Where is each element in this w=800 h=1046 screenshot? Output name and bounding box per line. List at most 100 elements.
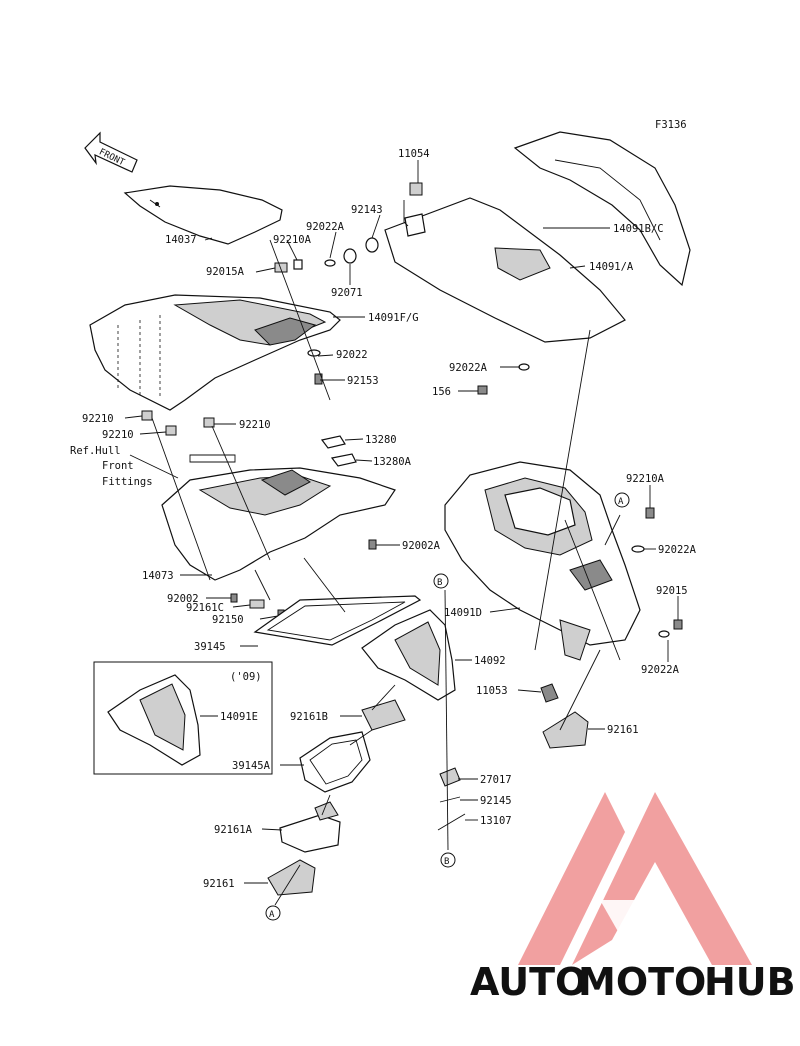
label-14091FG: 14091F/G xyxy=(368,312,419,324)
label-14092: 14092 xyxy=(474,655,506,667)
label-92071: 92071 xyxy=(331,287,363,299)
part-92022A-washer-right xyxy=(631,545,645,553)
watermark-auto-text: AUTO xyxy=(470,960,587,1004)
inset-frame xyxy=(93,661,273,775)
label-11054: 11054 xyxy=(398,148,430,160)
label-92022A-mid: 92022A xyxy=(449,362,488,374)
part-13280-plate xyxy=(320,435,346,449)
part-14073-frame xyxy=(161,454,396,581)
label-92143: 92143 xyxy=(351,204,383,216)
part-39145A-gasket xyxy=(299,731,371,793)
part-156-bolt xyxy=(477,385,488,395)
label-92015A: 92015A xyxy=(206,266,245,278)
part-92210-nut-left xyxy=(141,410,153,421)
part-labels: 11054 92143 92022A 92210A 14037 92015A 9… xyxy=(82,148,697,890)
label-92002: 92002 xyxy=(167,593,199,605)
label-92161B: 92161B xyxy=(290,711,328,723)
part-92015A-nut xyxy=(274,262,288,273)
part-14091D-housing xyxy=(444,461,641,661)
label-11053: 11053 xyxy=(476,685,508,697)
part-92002-bolt xyxy=(230,593,238,603)
part-27017-plate xyxy=(439,767,461,787)
label-156: 156 xyxy=(432,386,451,398)
label-92002A: 92002A xyxy=(402,540,441,552)
part-92071-grommet xyxy=(343,248,357,264)
svg-text:B: B xyxy=(444,857,449,867)
part-14091BC-panel xyxy=(513,131,691,287)
part-92002A-bolt xyxy=(368,539,377,550)
label-92161C: 92161C xyxy=(186,602,224,614)
label-14091D: 14091D xyxy=(444,607,482,619)
label-92150: 92150 xyxy=(212,614,244,626)
part-39145-gasket xyxy=(253,595,422,646)
part-92161A-pad xyxy=(279,801,341,853)
part-92015-nut xyxy=(673,619,683,630)
svg-text:A: A xyxy=(618,497,624,507)
label-92210-mid: 92210 xyxy=(102,429,134,441)
part-92143-collar xyxy=(365,237,379,253)
part-13280A-plate xyxy=(330,453,357,467)
part-11053-pad xyxy=(540,683,559,703)
part-14092-cover xyxy=(361,609,456,701)
svg-text:A: A xyxy=(269,910,275,920)
part-92210A-nut-right xyxy=(645,507,655,519)
callout-B-bottom: B xyxy=(440,852,456,868)
label-14091BC: 14091B/C xyxy=(613,223,664,235)
label-13107: 13107 xyxy=(480,815,512,827)
part-92161-pad-right xyxy=(542,711,589,749)
label-92161-right: 92161 xyxy=(607,724,639,736)
label-92145: 92145 xyxy=(480,795,512,807)
label-13280A: 13280A xyxy=(373,456,412,468)
figure-code: F3136 xyxy=(655,119,687,131)
inset-09-variant xyxy=(93,661,273,775)
label-92022: 92022 xyxy=(336,349,368,361)
part-11054-clip xyxy=(409,182,423,196)
watermark-hub-text: HUB xyxy=(704,960,796,1004)
label-14091A: 14091/A xyxy=(589,261,634,273)
label-13280: 13280 xyxy=(365,434,397,446)
label-14091E: 14091E xyxy=(220,711,258,723)
label-inset-09: ('09) xyxy=(230,671,262,683)
callout-B-top: B xyxy=(433,573,449,589)
label-92015: 92015 xyxy=(656,585,688,597)
label-92161A: 92161A xyxy=(214,824,253,836)
label-92210A-right: 92210A xyxy=(626,473,665,485)
callout-A-right: A xyxy=(614,492,630,508)
part-92161-pad-low xyxy=(267,859,316,896)
label-92022A-low: 92022A xyxy=(641,664,680,676)
part-92022A-washer-low xyxy=(658,630,670,638)
part-92210-nut-mid xyxy=(165,425,177,436)
label-39145A: 39145A xyxy=(232,760,271,772)
label-92210-left: 92210 xyxy=(82,413,114,425)
svg-text:B: B xyxy=(437,578,442,588)
part-92161B-pad xyxy=(361,699,406,731)
label-92153: 92153 xyxy=(347,375,379,387)
front-direction-arrow: FRONT xyxy=(84,131,138,173)
part-14091A-panel xyxy=(384,197,626,343)
label-27017: 27017 xyxy=(480,774,512,786)
label-92210A-top: 92210A xyxy=(273,234,312,246)
part-92210-nut-right xyxy=(203,417,215,428)
ref-note-line-1: Ref.Hull xyxy=(70,445,121,457)
part-14091FG-deck xyxy=(89,294,341,411)
automotohub-watermark: AUTO MOTO HUB xyxy=(470,792,796,1004)
ref-note-line-2: Front xyxy=(102,460,134,472)
label-39145: 39145 xyxy=(194,641,226,653)
label-92022A-right: 92022A xyxy=(658,544,697,556)
callout-A-bottom: A xyxy=(265,905,281,921)
part-14037-cover xyxy=(123,185,283,245)
part-92022-washer xyxy=(307,349,321,357)
label-92022A-top: 92022A xyxy=(306,221,345,233)
label-92161-low: 92161 xyxy=(203,878,235,890)
watermark-triangle-left xyxy=(518,792,625,965)
part-92022A-washer-mid xyxy=(518,363,530,371)
ref-note-line-3: Fittings xyxy=(102,476,153,488)
reference-note: Ref.Hull Front Fittings xyxy=(70,445,153,488)
part-92210A-nut-top xyxy=(293,259,303,270)
label-92210-right: 92210 xyxy=(239,419,271,431)
watermark-moto-text: MOTO xyxy=(578,960,706,1004)
part-92145-spring xyxy=(439,796,461,803)
label-14037: 14037 xyxy=(165,234,197,246)
watermark-triangle-inner xyxy=(600,900,640,935)
